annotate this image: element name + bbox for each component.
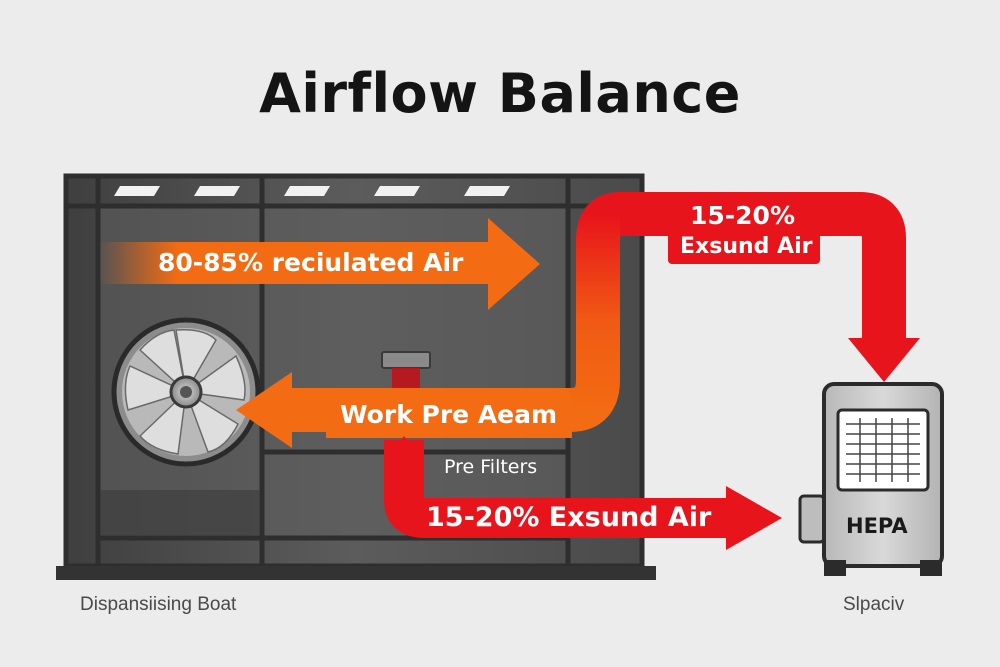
space-caption: Slpaciv	[843, 594, 905, 615]
hepa-filter-icon	[798, 382, 944, 576]
exhaust-top-label-box	[668, 196, 820, 264]
work-area-label: Work Pre Aeam	[340, 400, 558, 429]
exhaust-top-arrow	[620, 192, 920, 382]
return-loop-arrow	[236, 192, 622, 448]
booth-caption: Dispansiising Boat	[80, 594, 237, 615]
recirculated-air-arrow	[98, 218, 540, 310]
pre-filters-label: Pre Filters	[444, 456, 538, 478]
exhaust-top-percent-label: 15-20%	[690, 201, 796, 230]
recirculated-air-label: 80-85% reciulated Air	[158, 248, 464, 277]
booth-roof-slats	[114, 186, 510, 196]
exhaust-top-text-label: Exsund Air	[680, 234, 813, 259]
page-title: Airflow Balance	[259, 62, 741, 125]
exhaust-bottom-arrow	[384, 436, 782, 550]
fan-icon	[111, 317, 261, 467]
exhaust-bottom-label: 15-20% Exsund Air	[426, 502, 712, 533]
booth-base	[56, 566, 656, 580]
hepa-label: HEPA	[846, 514, 908, 538]
booth-lower-panel	[100, 490, 260, 536]
